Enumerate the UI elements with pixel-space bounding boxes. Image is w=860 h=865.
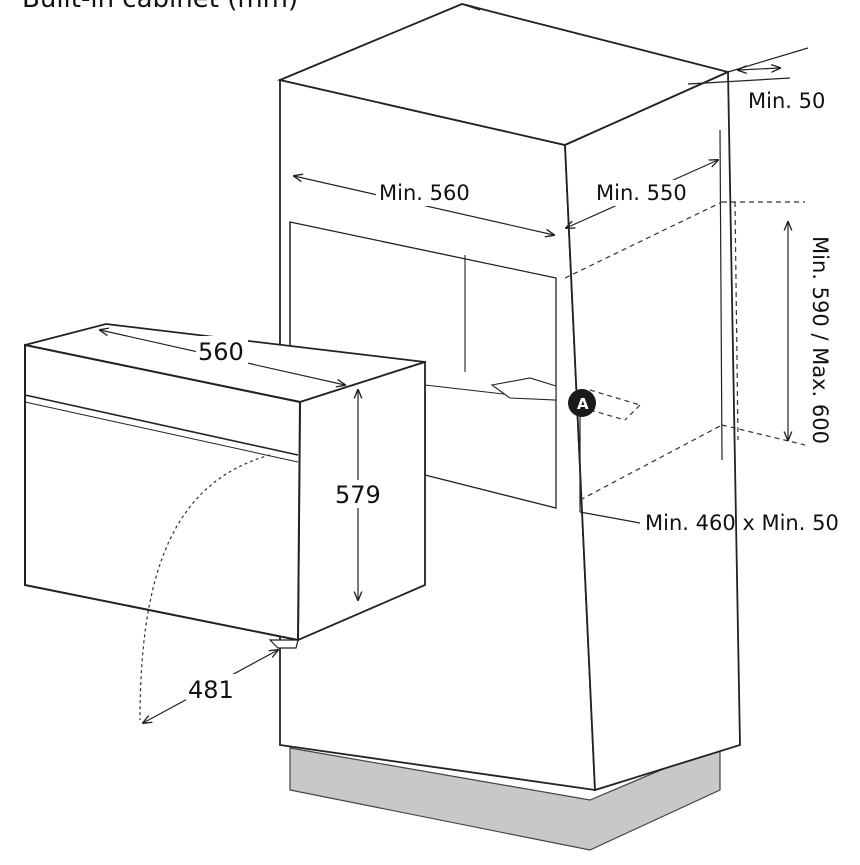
dim-oven-width: 560 xyxy=(198,338,244,366)
marker-a-label: A xyxy=(577,395,589,413)
dim-door-swing: 481 xyxy=(188,676,234,704)
dim-opening-height: Min. 590 / Max. 600 xyxy=(808,236,832,444)
dim-cabinet-width: Min. 560 xyxy=(379,181,470,205)
cabinet-plinth xyxy=(289,744,721,851)
dim-oven-height: 579 xyxy=(335,481,381,509)
dim-cabinet-depth: Min. 550 xyxy=(596,181,687,205)
dim-top-gap: Min. 50 xyxy=(748,89,825,113)
diagram-title: Built-in cabinet (mm) xyxy=(22,0,298,14)
cabinet-side xyxy=(564,70,741,792)
dim-vent-opening: Min. 460 x Min. 50 xyxy=(645,511,839,535)
marker-a xyxy=(568,389,596,417)
